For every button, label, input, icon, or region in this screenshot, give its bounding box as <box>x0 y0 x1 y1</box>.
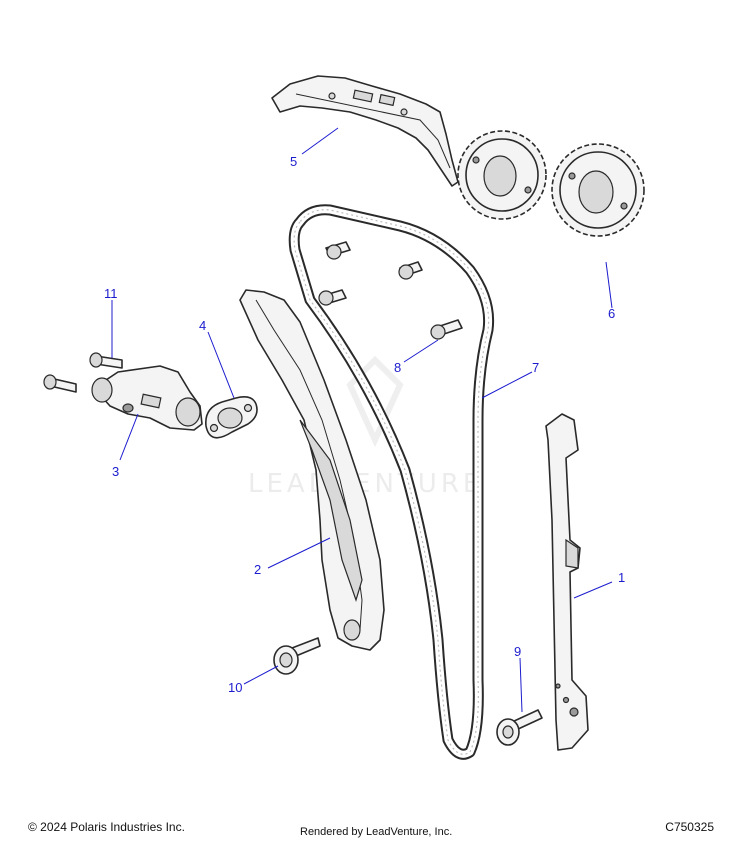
part-8-sprocket-bolts <box>318 241 463 340</box>
callout-10: 10 <box>228 680 242 695</box>
part-6-cam-sprocket-left <box>457 130 547 220</box>
leader-lines <box>111 127 613 713</box>
watermark: LEADVENTURE <box>248 355 483 499</box>
leader-2 <box>267 537 331 569</box>
callout-6: 6 <box>608 306 615 321</box>
part-1-chain-guide <box>545 413 589 751</box>
copyright-text: © 2024 Polaris Industries Inc. <box>28 820 185 834</box>
part-10-pivot-bolt <box>273 637 321 675</box>
part-4-gasket <box>205 396 258 439</box>
callout-9: 9 <box>514 644 521 659</box>
watermark-text: LEADVENTURE <box>248 469 483 499</box>
part-7-timing-chain <box>288 204 495 760</box>
part-11-tensioner-bolts <box>43 352 123 393</box>
part-9-guide-bolt <box>496 709 543 746</box>
callout-5: 5 <box>290 154 297 169</box>
callout-8: 8 <box>394 360 401 375</box>
callout-1: 1 <box>618 570 625 585</box>
rendered-by-text: Rendered by LeadVenture, Inc. <box>300 826 453 838</box>
diagram-code: C750325 <box>665 820 714 834</box>
leader-6 <box>605 261 613 309</box>
callout-3: 3 <box>112 464 119 479</box>
leader-5 <box>301 127 339 155</box>
part-2-tensioner-arm <box>239 289 385 651</box>
leader-1 <box>573 581 613 599</box>
callout-7: 7 <box>532 360 539 375</box>
leader-8 <box>403 339 439 363</box>
leader-4 <box>207 331 235 399</box>
leader-10 <box>243 665 279 685</box>
leader-7 <box>481 371 533 399</box>
callout-2: 2 <box>254 562 261 577</box>
leader-3 <box>119 413 139 461</box>
callout-labels: 1 2 3 4 5 6 7 8 9 10 11 <box>104 154 625 695</box>
part-3-tensioner-assembly <box>91 365 203 431</box>
callout-4: 4 <box>199 318 206 333</box>
part-5-upper-guide <box>271 75 459 187</box>
callout-11: 11 <box>104 286 118 301</box>
part-6-cam-sprocket-right <box>551 143 645 237</box>
leader-9 <box>519 657 523 713</box>
